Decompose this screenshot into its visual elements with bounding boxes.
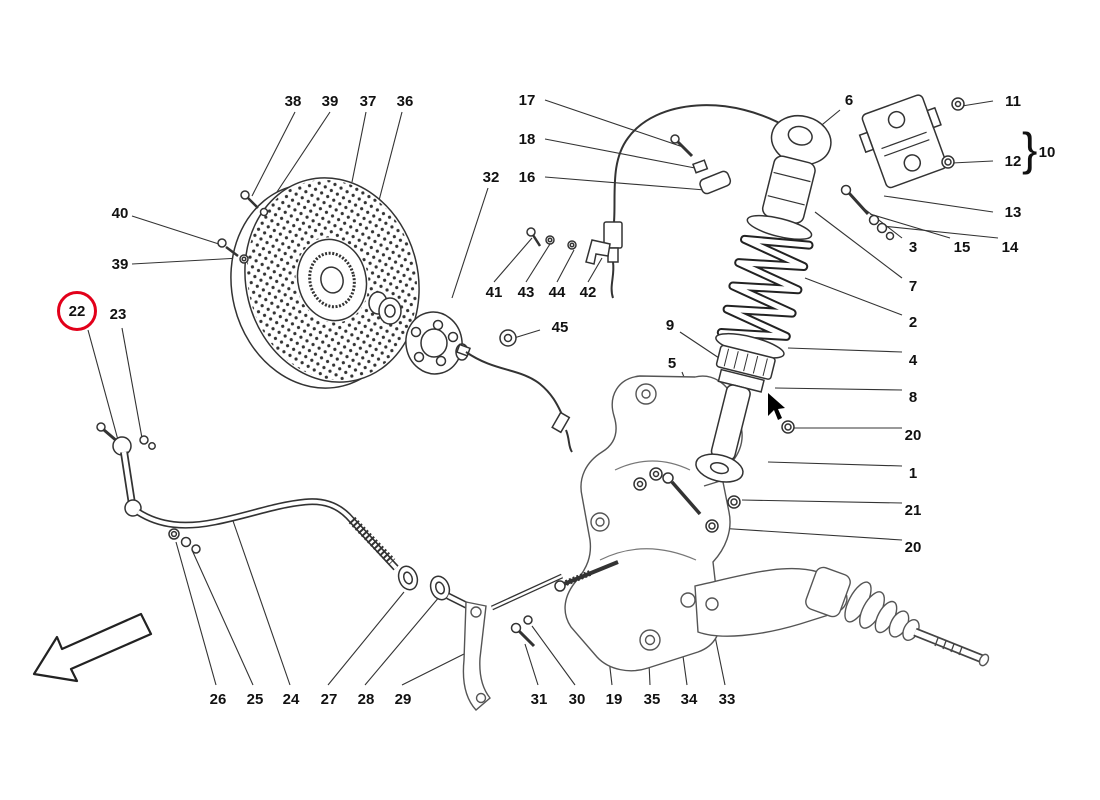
callout-19[interactable]: 19 — [605, 690, 623, 708]
callout-34[interactable]: 34 — [680, 690, 698, 708]
callout-17[interactable]: 17 — [518, 91, 536, 109]
callout-4[interactable]: 4 — [908, 351, 918, 369]
shock-absorber — [695, 115, 832, 483]
callout-5[interactable]: 5 — [667, 354, 677, 372]
callout-20-upper[interactable]: 20 — [904, 426, 922, 444]
callout-15[interactable]: 15 — [953, 238, 971, 256]
callout-39-top[interactable]: 39 — [321, 92, 339, 110]
mouse-cursor — [768, 393, 785, 420]
callout-39-left[interactable]: 39 — [111, 255, 129, 273]
callout-1[interactable]: 1 — [908, 464, 918, 482]
callout-41[interactable]: 41 — [485, 283, 503, 301]
anti-roll-bar — [96, 422, 470, 610]
callout-21[interactable]: 21 — [904, 501, 922, 519]
callout-6[interactable]: 6 — [844, 91, 854, 109]
disc-fasteners — [217, 190, 269, 264]
callout-43[interactable]: 43 — [517, 283, 535, 301]
bar-lever — [462, 573, 564, 711]
callout-30[interactable]: 30 — [568, 690, 586, 708]
callout-32[interactable]: 32 — [482, 168, 500, 186]
lower-control-arm — [694, 567, 848, 637]
knuckle-fasteners — [554, 467, 741, 592]
callout-3[interactable]: 3 — [908, 238, 918, 256]
callout-35[interactable]: 35 — [643, 690, 661, 708]
callout-42[interactable]: 42 — [579, 283, 597, 301]
callout-13[interactable]: 13 — [1004, 203, 1022, 221]
callout-37[interactable]: 37 — [359, 92, 377, 110]
direction-arrow-icon — [32, 612, 153, 683]
shock-sensor-cable — [603, 104, 793, 299]
hub-bearing — [368, 291, 402, 325]
callout-25[interactable]: 25 — [246, 690, 264, 708]
callout-11[interactable]: 11 — [1005, 92, 1021, 110]
callout-27[interactable]: 27 — [320, 690, 338, 708]
callout-44[interactable]: 44 — [548, 283, 566, 301]
callout-8[interactable]: 8 — [908, 388, 918, 406]
abs-sensor-cable — [455, 329, 573, 453]
callout-24[interactable]: 24 — [282, 690, 300, 708]
callout-23[interactable]: 23 — [109, 305, 127, 323]
callout-12[interactable]: 12 — [1004, 152, 1022, 170]
shock-mount-nut — [781, 420, 795, 434]
callout-45[interactable]: 45 — [551, 318, 569, 336]
callout-38[interactable]: 38 — [284, 92, 302, 110]
upper-mount-bracket — [840, 94, 965, 241]
brace-icon: } — [1022, 123, 1038, 175]
bracket-small-parts — [526, 227, 611, 265]
callout-10[interactable]: 10 — [1038, 143, 1056, 161]
callout-9[interactable]: 9 — [665, 316, 675, 334]
callout-40[interactable]: 40 — [111, 204, 129, 222]
callout-14[interactable]: 14 — [1001, 238, 1019, 256]
drive-shaft — [805, 566, 990, 667]
callout-36[interactable]: 36 — [396, 92, 414, 110]
callout-20-lower[interactable]: 20 — [904, 538, 922, 556]
callout-18[interactable]: 18 — [518, 130, 536, 148]
callout-31[interactable]: 31 — [530, 690, 548, 708]
callout-7[interactable]: 7 — [908, 277, 918, 295]
brake-disc — [230, 177, 420, 389]
callout-33[interactable]: 33 — [718, 690, 736, 708]
callout-28[interactable]: 28 — [357, 690, 375, 708]
callout-26[interactable]: 26 — [209, 690, 227, 708]
callout-22-highlighted[interactable]: 22 — [57, 291, 97, 331]
callout-2[interactable]: 2 — [908, 313, 918, 331]
callout-16[interactable]: 16 — [518, 168, 536, 186]
callout-29[interactable]: 29 — [394, 690, 412, 708]
